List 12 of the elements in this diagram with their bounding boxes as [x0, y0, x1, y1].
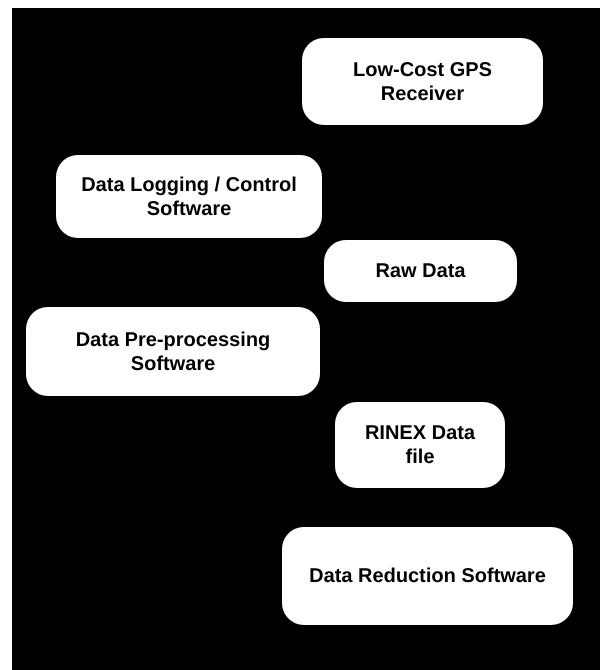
box-label: Low-Cost GPS Receiver: [352, 58, 493, 106]
box-label: Data Logging / Control Software: [80, 172, 298, 220]
rounded-box: [282, 527, 573, 625]
box-label: RINEX Data file: [364, 421, 476, 469]
rounded-box: [26, 307, 320, 396]
rounded-box: [56, 155, 322, 238]
rounded-box: [302, 38, 543, 125]
rounded-box: [335, 402, 505, 488]
box-label: Data Reduction Software: [309, 564, 546, 588]
box-label: Data Pre-processing Software: [74, 328, 272, 376]
box-label: Raw Data: [375, 259, 466, 283]
rounded-box: [324, 240, 517, 302]
